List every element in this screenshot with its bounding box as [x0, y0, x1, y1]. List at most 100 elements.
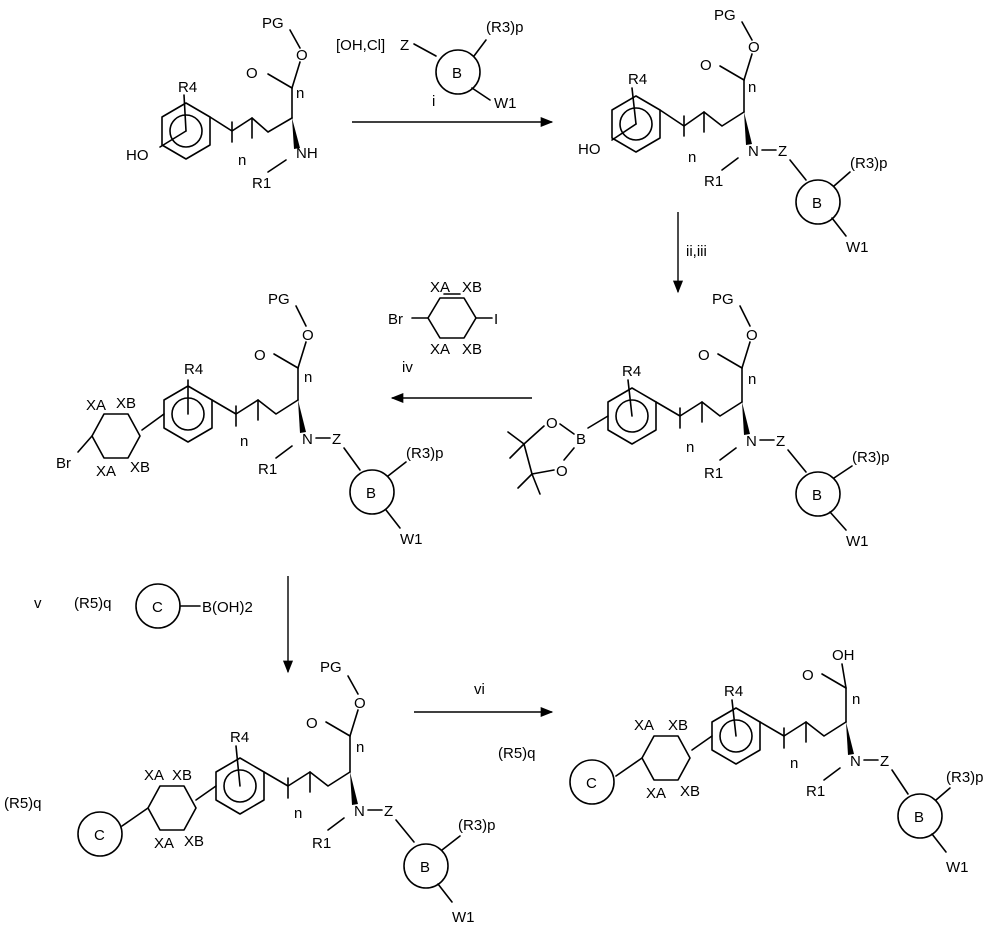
- compound-aryl-bromide: R4 XA XB XB XA Br n N R1 Z B (R3)p W1 n …: [56, 291, 444, 548]
- pg-label: PG: [268, 291, 290, 308]
- z-label: Z: [332, 431, 341, 448]
- step-i-label: i: [432, 93, 435, 110]
- carbonyl-o-label: O: [700, 57, 712, 74]
- r4-label: R4: [628, 71, 647, 88]
- reagent-i-prefix: [OH,Cl]: [336, 37, 385, 54]
- xb-label: XB: [116, 395, 136, 412]
- pg-label: PG: [712, 291, 734, 308]
- r1-label: R1: [704, 173, 723, 190]
- pg-label: PG: [262, 15, 284, 32]
- pg-label: PG: [320, 659, 342, 676]
- ester-o-label: O: [748, 39, 760, 56]
- n-atom-label: N: [850, 753, 861, 770]
- compound-biaryl-ester: R4 XA XB XB XA C (R5)q n N R1 Z B (R3)p …: [4, 659, 496, 926]
- hydroxy-label: HO: [578, 141, 601, 158]
- carbonyl-o-label: O: [802, 667, 814, 684]
- step-ii-iii-label: ii,iii: [686, 243, 707, 260]
- compound-final-acid: R4 XA XB XB XA C (R5)q n N R1 Z B (R3)p …: [498, 647, 984, 876]
- ring-c-label: C: [152, 599, 163, 616]
- r3p-label: (R3)p: [406, 445, 444, 462]
- w1-label: W1: [846, 239, 869, 256]
- xb-label: XB: [172, 767, 192, 784]
- nh-label: NH: [296, 145, 318, 162]
- bracket-n-label: n: [296, 85, 304, 102]
- ester-o-label: O: [302, 327, 314, 344]
- compound-amine-start: R4 HO n NH R1 n O O PG: [126, 15, 318, 192]
- step-v: v (R5)q C B(OH)2: [34, 576, 288, 672]
- bracket-n-label: n: [748, 371, 756, 388]
- z-label: Z: [400, 37, 409, 54]
- xb-label-2: XB: [184, 833, 204, 850]
- step-iv: iv XA XB XA XB Br I: [388, 279, 532, 398]
- r1-label: R1: [704, 465, 723, 482]
- z-label: Z: [778, 143, 787, 160]
- bracket-n-label: n: [852, 691, 860, 708]
- n-atom-label: N: [302, 431, 313, 448]
- xa-label-2: XA: [96, 463, 116, 480]
- boronate-o1-label: O: [546, 415, 558, 432]
- ester-o-label: O: [296, 47, 308, 64]
- acid-oh-label: OH: [832, 647, 855, 664]
- step-iv-label: iv: [402, 359, 413, 376]
- carbonyl-o-label: O: [306, 715, 318, 732]
- hydroxy-label: HO: [126, 147, 149, 164]
- br-label: Br: [56, 455, 71, 472]
- r4-label: R4: [184, 361, 203, 378]
- n-label: n: [294, 805, 302, 822]
- xa-label-2: XA: [430, 341, 450, 358]
- boronate-o2-label: O: [556, 463, 568, 480]
- w1-label: W1: [946, 859, 969, 876]
- r5q-label: (R5)q: [498, 745, 536, 762]
- r1-label: R1: [312, 835, 331, 852]
- z-label: Z: [776, 433, 785, 450]
- n-atom-label: N: [354, 803, 365, 820]
- ring-c-label: C: [94, 827, 105, 844]
- bracket-n-label: n: [356, 739, 364, 756]
- r4-label: R4: [724, 683, 743, 700]
- ring-b-label: B: [452, 65, 462, 82]
- n-label: n: [686, 439, 694, 456]
- r1-label: R1: [258, 461, 277, 478]
- ring-b-label: B: [914, 809, 924, 826]
- r3p-label: (R3)p: [946, 769, 984, 786]
- xb-label: XB: [462, 279, 482, 296]
- r1-label: R1: [252, 175, 271, 192]
- r3p-label: (R3)p: [850, 155, 888, 172]
- xa-label: XA: [634, 717, 654, 734]
- xb-label-2: XB: [130, 459, 150, 476]
- xb-label: XB: [668, 717, 688, 734]
- r3p-label: (R3)p: [458, 817, 496, 834]
- xb-label-2: XB: [680, 783, 700, 800]
- n-atom-label: N: [746, 433, 757, 450]
- ring-c-label: C: [586, 775, 597, 792]
- r4-label: R4: [230, 729, 249, 746]
- xa-label: XA: [144, 767, 164, 784]
- step-ii-iii: ii,iii: [678, 212, 707, 292]
- compound-boronate-ester: R4 B O O n N R1 Z B (R3)p W1 n O: [508, 291, 890, 550]
- compound-phenol-amide: R4 HO n N R1 Z B (R3)p W1 n O O PG: [578, 7, 888, 256]
- xa-label-2: XA: [646, 785, 666, 802]
- ring-b-label: B: [812, 195, 822, 212]
- r3p-label: (R3)p: [852, 449, 890, 466]
- xa-label: XA: [430, 279, 450, 296]
- bracket-n-label: n: [748, 79, 756, 96]
- n-label: n: [790, 755, 798, 772]
- r4-label: R4: [622, 363, 641, 380]
- ring-b-label: B: [366, 485, 376, 502]
- n-label: n: [238, 152, 246, 169]
- carbonyl-o-label: O: [698, 347, 710, 364]
- boronic-acid-label: B(OH)2: [202, 599, 253, 616]
- carbonyl-o-label: O: [246, 65, 258, 82]
- step-i: i [OH,Cl] Z B (R3)p W1: [336, 19, 552, 122]
- br-label: Br: [388, 311, 403, 328]
- w1-label: W1: [400, 531, 423, 548]
- r4-label: R4: [178, 79, 197, 96]
- n-label: n: [688, 149, 696, 166]
- n-atom-label: N: [748, 143, 759, 160]
- r5q-label: (R5)q: [4, 795, 42, 812]
- xb-label-2: XB: [462, 341, 482, 358]
- w1-label: W1: [494, 95, 517, 112]
- xa-label-2: XA: [154, 835, 174, 852]
- step-vi: vi: [414, 681, 552, 712]
- ester-o-label: O: [746, 327, 758, 344]
